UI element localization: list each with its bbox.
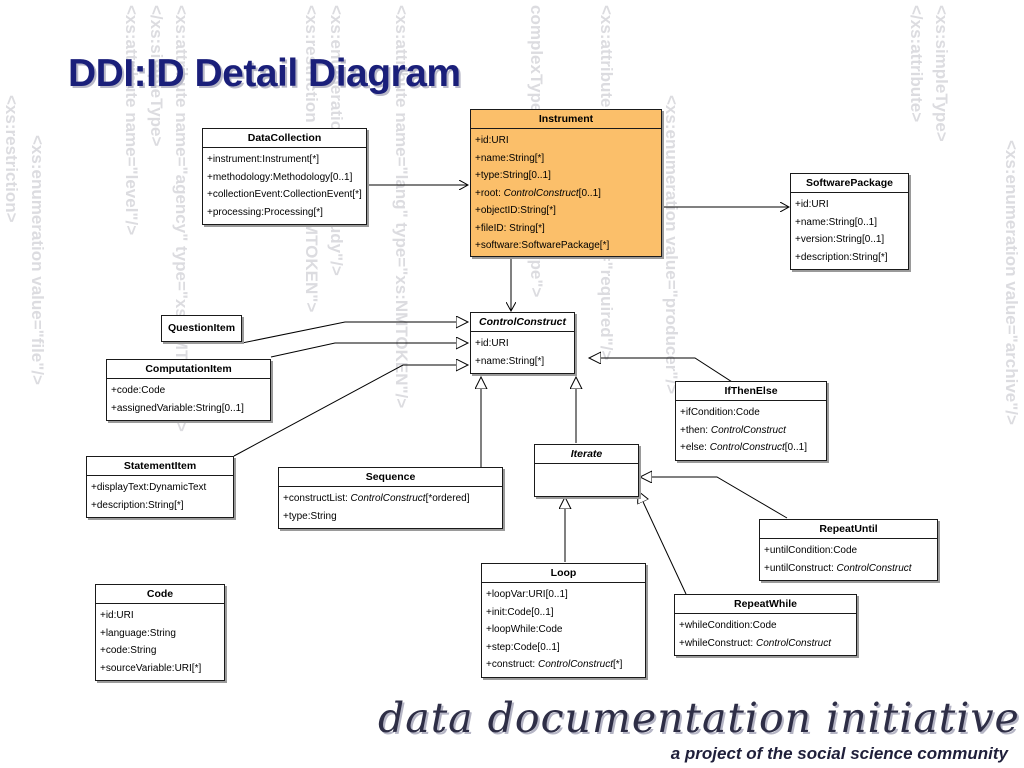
class-attribute: +whileCondition:Code [679,620,777,631]
class-attribute: +id:URI [475,338,509,349]
class-attribute: +else: ControlConstruct[0..1] [680,439,822,457]
class-attribute: +untilConstruct: ControlConstruct [764,560,933,578]
class-repeatuntil: RepeatUntil +untilCondition:Code +untilC… [759,519,938,581]
footer-subtitle: a project of the social science communit… [670,744,1008,763]
class-attribute: +type:String [283,510,337,522]
class-repeatwhile: RepeatWhile +whileCondition:Code +whileC… [674,594,857,656]
attr-prefix: +construct: [486,659,538,670]
class-name: ControlConstruct [471,313,574,332]
class-attribute: +type:String[0..1] [475,170,551,181]
class-attribute: +init:Code[0..1] [486,606,554,618]
class-computationitem: ComputationItem +code:Code +assignedVari… [106,359,271,421]
attr-type: ControlConstruct [710,424,786,436]
class-attribute: +methodology:Methodology[0..1] [207,171,353,183]
class-attribute: +id:URI [475,135,509,146]
attr-prefix: +whileConstruct: [679,637,756,649]
attr-suffix: [0..1] [578,187,601,199]
class-loop: Loop +loopVar:URI[0..1] +init:Code[0..1]… [481,563,646,678]
class-name: QuestionItem [167,322,236,334]
class-iterate: Iterate [534,444,639,497]
attr-prefix: +root: [475,187,504,199]
attr-type: ControlConstruct [350,493,426,504]
class-softwarepackage: SoftwarePackage +id:URI +name:String[0..… [790,173,909,270]
class-instrument: Instrument +id:URI +name:String[*] +type… [470,109,662,257]
class-attribute: +code:String [100,645,157,656]
class-attribute: +loopWhile:Code [486,624,563,635]
class-code: Code +id:URI +language:String +code:Stri… [95,584,225,681]
generalization-repeatwhile [638,491,687,595]
class-attribute: +id:URI [795,199,829,210]
class-attribute: +code:Code [111,385,166,396]
class-questionitem: QuestionItem [161,315,242,342]
class-attribute: +step:Code[0..1] [486,641,560,653]
class-name: Loop [482,564,645,583]
class-attribute: +ifCondition:Code [680,407,760,418]
ddi-logo-text: data documentation initiative [378,694,1020,742]
empty-attribute-compartment [535,464,638,491]
class-attribute: +description:String[*] [795,251,888,263]
class-attribute: +version:String[0..1] [795,234,885,245]
generalization-questionitem [241,322,468,344]
generalization-statementitem [233,365,468,457]
attr-suffix: [*] [613,659,623,670]
class-attribute: +processing:Processing[*] [207,206,323,218]
class-datacollection: DataCollection +instrument:Instrument[*]… [202,128,367,225]
class-ifthenelse: IfThenElse +ifCondition:Code +then: Cont… [675,381,827,461]
class-attribute: +untilCondition:Code [764,545,858,556]
class-attribute: +name:String[*] [475,152,545,164]
class-attribute: +instrument:Instrument[*] [207,154,319,165]
class-name: RepeatUntil [760,520,937,539]
class-attribute: +displayText:DynamicText [91,482,207,493]
class-attribute: +constructList: ControlConstruct[*ordere… [283,490,498,508]
attr-type: ControlConstruct [503,187,579,199]
class-name: Sequence [279,468,502,487]
generalization-computationitem [270,343,468,358]
attr-type: ControlConstruct [537,659,613,670]
class-attribute: +name:String[*] [475,355,545,367]
class-attribute: +collectionEvent:CollectionEvent[*] [207,189,362,200]
class-attribute: +software:SoftwarePackage[*] [475,240,610,251]
attr-suffix: [*ordered] [425,493,470,504]
class-name: Iterate [535,445,638,464]
class-attribute: +id:URI [100,610,134,621]
class-attribute-root: +root: ControlConstruct[0..1] [475,185,657,203]
attr-prefix: +then: [680,424,711,436]
class-attribute: +then: ControlConstruct [680,422,822,440]
attr-prefix: +untilConstruct: [764,562,837,574]
class-name: ComputationItem [107,360,270,379]
generalization-repeatuntil [640,477,788,519]
attr-suffix: [0..1] [784,442,808,453]
class-name: RepeatWhile [675,595,856,614]
page-title: DDI:ID Detail Diagram [68,52,461,95]
class-attribute: +fileID: String[*] [475,222,545,234]
class-attribute: +loopVar:URI[0..1] [486,589,568,600]
attr-type: ControlConstruct [836,562,912,574]
class-attribute: +construct: ControlConstruct[*] [486,656,641,674]
class-name: StatementItem [87,457,233,476]
class-attribute: +language:String [100,627,176,639]
class-statementitem: StatementItem +displayText:DynamicText +… [86,456,234,518]
class-attribute: +assignedVariable:String[0..1] [111,402,244,414]
class-sequence: Sequence +constructList: ControlConstruc… [278,467,503,529]
class-controlconstruct: ControlConstruct +id:URI +name:String[*] [470,312,575,374]
class-name: Code [96,585,224,604]
attr-type: ControlConstruct [709,442,785,453]
class-attribute: +sourceVariable:URI[*] [100,662,202,674]
class-name: IfThenElse [676,382,826,401]
attr-type: ControlConstruct [755,637,832,649]
class-attribute: +name:String[0..1] [795,216,877,228]
attr-prefix: +constructList: [283,493,351,504]
class-attribute: +description:String[*] [91,499,184,511]
class-name: DataCollection [203,129,366,148]
class-attribute: +whileConstruct: ControlConstruct [679,635,852,653]
class-name: SoftwarePackage [791,174,908,193]
class-name: Instrument [471,110,661,129]
class-attribute: +objectID:String[*] [475,205,556,216]
attr-prefix: +else: [680,442,710,453]
